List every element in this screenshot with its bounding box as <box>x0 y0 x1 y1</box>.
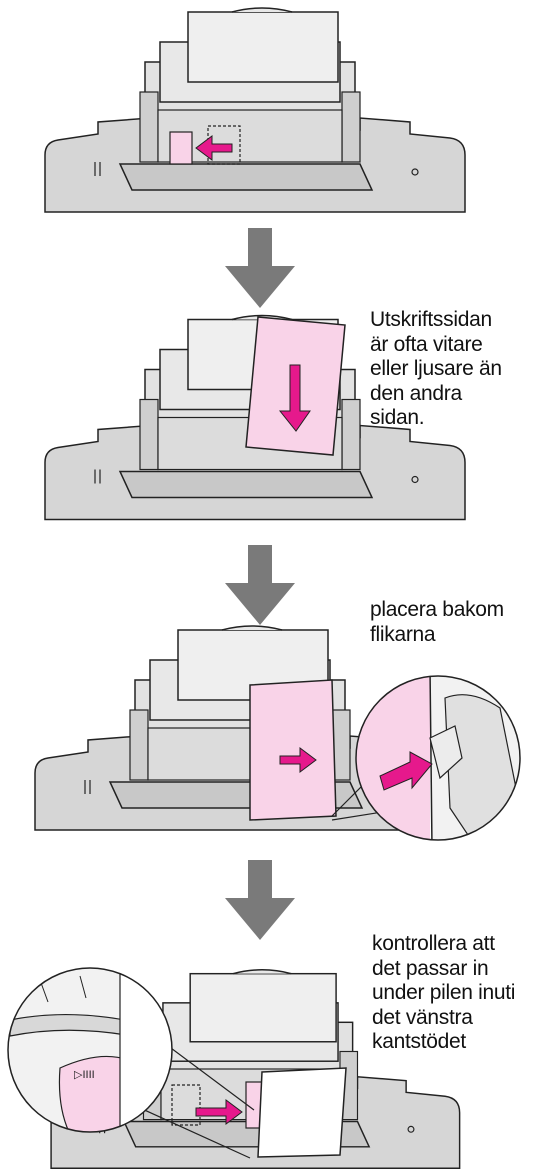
caption-line: placera bakom <box>370 598 504 623</box>
step-2-caption: Utskriftssidan är ofta vitare eller ljus… <box>370 308 502 431</box>
caption-line: är ofta vitare <box>370 333 502 358</box>
step-1-illustration <box>0 0 536 220</box>
paper-sheet <box>258 1068 346 1157</box>
guide-mark-label: ▷IIII <box>74 1069 95 1081</box>
caption-line: den andra <box>370 382 502 407</box>
caption-line: under pilen inuti <box>372 981 515 1006</box>
caption-line: kontrollera att <box>372 932 515 957</box>
step-3-caption: placera bakom flikarna <box>370 598 504 647</box>
caption-line: flikarna <box>370 623 504 648</box>
down-arrow-icon <box>225 860 295 940</box>
step-4-caption: kontrollera att det passar in under pile… <box>372 932 515 1055</box>
caption-line: Utskriftssidan <box>370 308 502 333</box>
paper-sheet <box>250 680 336 820</box>
caption-line: eller ljusare än <box>370 357 502 382</box>
edge-guide <box>170 132 192 164</box>
caption-line: kantstödet <box>372 1030 515 1055</box>
caption-line: det vänstra <box>372 1006 515 1031</box>
caption-line: sidan. <box>370 406 502 431</box>
caption-line: det passar in <box>372 957 515 982</box>
down-arrow-icon <box>225 228 295 308</box>
